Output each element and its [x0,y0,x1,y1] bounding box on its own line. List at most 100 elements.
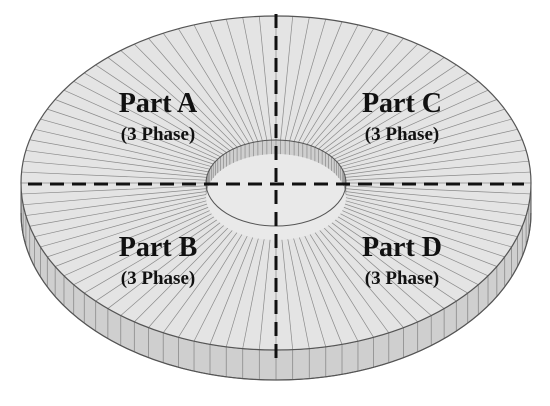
slot-line [84,211,224,294]
slot-line [340,199,512,248]
slot-line [242,225,268,349]
slot-line [280,16,294,141]
slot-line [95,64,227,153]
slot-line [343,139,523,173]
disk-top-face [21,16,531,350]
slot-line [29,193,209,227]
slot-line [95,213,227,302]
slot-line [120,50,234,150]
slot-line [334,206,489,277]
slot-line [162,33,246,145]
slot-line [344,191,527,216]
slot-line [120,216,234,316]
slot-line [342,128,518,170]
slot-line [298,223,359,342]
slot-line [343,193,523,227]
slot-line [23,188,207,206]
part-a-title: Part A [119,88,198,119]
slot-line [107,215,231,309]
rim-slot-lines [21,193,531,380]
slot-line [73,208,221,285]
slot-line [225,225,263,347]
slot-line [193,223,254,342]
part-d-label: Part D (3 Phase) [362,232,442,289]
slot-line [344,150,527,175]
slot-line [325,64,457,153]
slot-line [318,50,432,150]
slot-line [148,220,242,328]
outer-bottom-edge [20,212,532,381]
slot-line [331,81,479,158]
slot-line [242,17,268,141]
slot-line [107,57,231,151]
slot-line [338,108,505,165]
part-d-phase: (3 Phase) [365,268,439,289]
slot-line [73,81,221,158]
slot-line [336,99,497,162]
slot-line [134,43,238,148]
slot-line [134,218,238,323]
slot-line [328,72,468,155]
part-c-phase: (3 Phase) [365,124,439,145]
slot-line [34,128,210,170]
slot-line [63,206,218,277]
slot-line [258,16,272,141]
slot-line [225,19,263,141]
slot-line [21,171,207,181]
slot-line [40,118,212,167]
slot-line [209,224,259,345]
slot-line [340,118,512,167]
slot-line [310,38,404,146]
slot-line [209,21,259,142]
slot-line [298,24,359,143]
slot-line [40,199,212,248]
slot-line [178,222,250,338]
slot-line [318,216,432,316]
slot-line [148,38,242,146]
slot-line [63,89,218,160]
slot-line [280,225,294,350]
slot-line [325,213,457,302]
slot-line [21,185,207,195]
part-b-phase: (3 Phase) [121,268,195,289]
slot-line [345,185,531,195]
slot-line [314,218,418,323]
slot-line [302,222,374,338]
slot-line [47,108,214,165]
slot-line [289,225,327,347]
slot-line [84,72,224,155]
slot-line [284,225,310,349]
slot-line [342,196,518,238]
part-a-phase: (3 Phase) [121,124,195,145]
slot-line [293,224,343,345]
slot-line [345,160,529,178]
slot-line [29,139,209,173]
slot-line [336,204,497,267]
slot-line [321,215,445,309]
slot-line [314,43,418,148]
slot-line [55,99,216,162]
slot-line [178,28,250,144]
slot-line [162,221,246,333]
slot-line [345,171,531,181]
slot-line [34,196,210,238]
slot-line [334,89,489,160]
part-a-label: Part A (3 Phase) [119,88,198,145]
slot-line [23,160,207,178]
slot-line [284,17,310,141]
part-b-label: Part B (3 Phase) [119,232,198,289]
slot-line [310,220,404,328]
slot-line [306,33,390,145]
slot-line [338,201,505,258]
slot-line [302,28,374,144]
part-b-title: Part B [119,232,198,263]
part-d-title: Part D [362,232,442,263]
slot-line [293,21,343,142]
slot-line [258,225,272,350]
part-c-label: Part C (3 Phase) [362,88,442,145]
slot-line [331,208,479,285]
slot-line [306,221,390,333]
slot-line [328,211,468,294]
